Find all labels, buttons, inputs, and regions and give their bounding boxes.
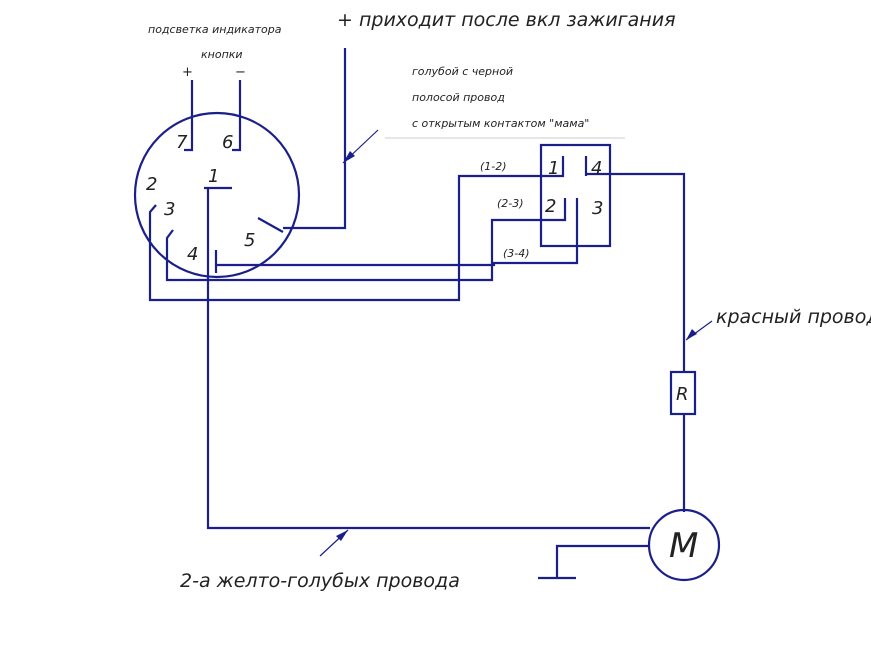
ignition-wire [283, 48, 347, 230]
pin7-lead [184, 80, 194, 152]
relay-1-label: 1 [548, 158, 559, 179]
blue-wire-caption-1: голубой с черной [412, 65, 513, 78]
button-caption: кнопки [201, 48, 243, 61]
wire-pin3-relay2 [165, 198, 567, 282]
backlight-caption: подсветка индикатора [148, 23, 282, 36]
pin-3-label: 3 [164, 199, 175, 220]
arrowhead-blue [343, 151, 355, 163]
pin-7-label: 7 [176, 132, 188, 153]
pin-1-label: 1 [208, 166, 219, 187]
motor-letter: M [669, 526, 698, 566]
relay-box [539, 143, 612, 248]
connector-circle [133, 111, 301, 279]
yellow-blue-caption: 2-а желто-голубых провода [180, 570, 460, 592]
pin6-lead [232, 80, 242, 152]
link-1-2-label: (1-2) [480, 160, 507, 173]
plus-label: + [182, 65, 193, 80]
resistor-letter: R [676, 384, 689, 405]
wire-pin2-relay1 [148, 156, 565, 302]
relay-4-label: 4 [591, 158, 602, 179]
ignition-caption: + приходит после вкл зажигания [337, 9, 676, 31]
pin5-contact [257, 217, 284, 233]
arrowhead-yellow [336, 530, 348, 541]
red-wire [586, 172, 686, 372]
link-2-3-label: (2-3) [497, 197, 524, 210]
yellow-blue-wire [206, 188, 650, 530]
relay-2-label: 2 [545, 196, 556, 217]
red-wire-caption: красный провод [716, 306, 871, 328]
wire-pin4-relay3 [216, 222, 579, 267]
pin-4-label: 4 [187, 244, 198, 265]
blue-wire-caption-3: с открытым контактом "мама" [412, 117, 589, 130]
link-3-4-label: (3-4) [503, 247, 530, 260]
ground-wire [555, 544, 650, 578]
pin-2-label: 2 [146, 174, 157, 195]
relay-3-label: 3 [592, 198, 603, 219]
arrowhead-red [686, 329, 697, 340]
blue-wire-caption-2: полосой провод [412, 91, 505, 104]
minus-label: − [235, 65, 246, 80]
pin-6-label: 6 [222, 132, 233, 153]
pin-5-label: 5 [244, 230, 255, 251]
